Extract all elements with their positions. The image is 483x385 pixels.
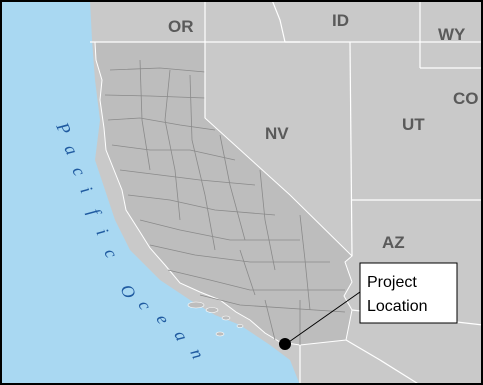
- state-label-nevada: NV: [265, 124, 289, 143]
- callout-text-line2: Location: [367, 298, 428, 315]
- state-borders: [90, 0, 483, 385]
- channel-islands: [187, 301, 244, 337]
- county-lines: [104, 59, 346, 345]
- state-label-wyoming: WY: [438, 25, 466, 44]
- california-state: [94, 41, 353, 346]
- state-label-oregon: OR: [168, 17, 194, 36]
- callout-text-line1: Project: [367, 274, 417, 291]
- state-label-idaho: ID: [332, 11, 349, 30]
- callout-box: [359, 262, 458, 324]
- state-label-colorado: CO: [453, 89, 479, 108]
- callout-leader-line: [285, 291, 361, 345]
- state-label-arizona: AZ: [382, 233, 405, 252]
- state-label-utah: UT: [402, 115, 425, 134]
- project-location-dot-icon: [279, 338, 291, 350]
